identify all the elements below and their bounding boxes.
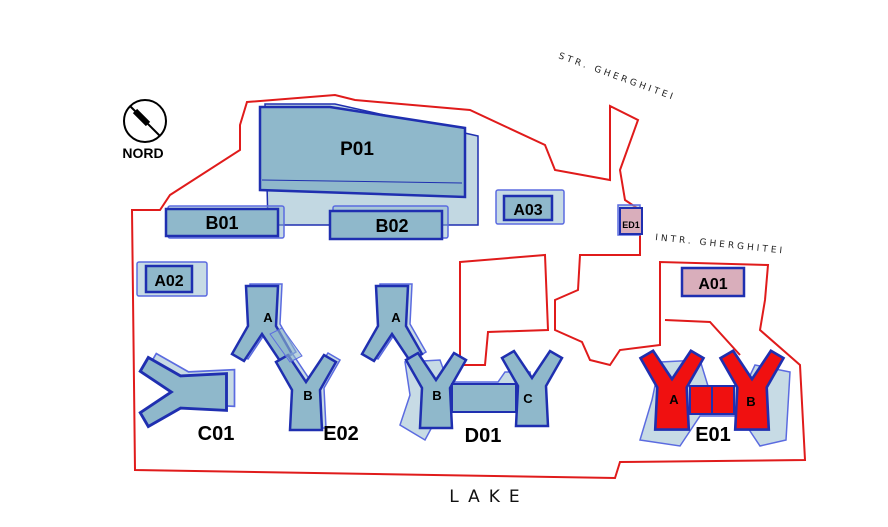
building-ed1[interactable] bbox=[617, 204, 643, 236]
building-label-b01: B01 bbox=[205, 213, 238, 233]
building-label-a03: A03 bbox=[513, 202, 542, 219]
compass-north-icon bbox=[123, 99, 167, 143]
wing-label-e01-a: A bbox=[669, 392, 679, 407]
building-label-e02: E02 bbox=[323, 423, 359, 445]
street-label-inner: INTR. GHERGHITEI bbox=[655, 233, 786, 257]
building-label-c01: C01 bbox=[198, 423, 235, 445]
building-label-d01: D01 bbox=[465, 425, 502, 447]
building-p01[interactable] bbox=[258, 103, 479, 226]
building-label-e01: E01 bbox=[695, 424, 731, 446]
wing-label-e01-b: B bbox=[746, 394, 755, 409]
building-e02[interactable] bbox=[230, 283, 341, 432]
building-label-a02: A02 bbox=[154, 273, 183, 290]
building-label-ed1: ED1 bbox=[622, 220, 640, 230]
building-b01[interactable] bbox=[164, 205, 285, 239]
wing-label-d01-c: C bbox=[523, 391, 533, 406]
building-label-a01: A01 bbox=[698, 276, 727, 293]
street-label-main: STR. GHERGHITEI bbox=[557, 51, 677, 103]
compass-label: NORD bbox=[122, 145, 163, 161]
wing-label-e02-b: B bbox=[303, 388, 312, 403]
lake-label: LAKE bbox=[449, 487, 528, 507]
building-a02[interactable] bbox=[136, 261, 208, 297]
wing-label-d01-a: A bbox=[391, 310, 401, 325]
building-label-b02: B02 bbox=[375, 216, 408, 236]
building-a01[interactable] bbox=[680, 266, 746, 298]
building-e01[interactable] bbox=[639, 349, 791, 447]
wing-label-d01-b: B bbox=[432, 388, 441, 403]
building-c01[interactable] bbox=[138, 352, 236, 428]
building-label-p01: P01 bbox=[340, 139, 374, 160]
wing-label-e02-a: A bbox=[263, 310, 273, 325]
building-d01[interactable] bbox=[360, 283, 564, 442]
building-b02[interactable] bbox=[328, 205, 449, 241]
building-a03[interactable] bbox=[495, 189, 565, 225]
